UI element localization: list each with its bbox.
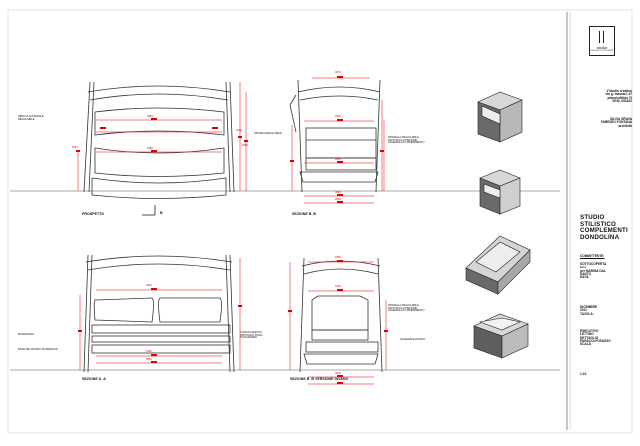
label-prospetto: PROSPETTO [82, 212, 105, 216]
note-materasso: MATERASSO [18, 333, 35, 336]
view-3d-4 [473, 313, 529, 359]
dimension-value: 0035 [335, 372, 341, 375]
note-pannello-bottom: PANNELLO REGOLABILE FINITURA E POSIZIONE… [388, 304, 425, 313]
dimension-value: 3064 [146, 284, 152, 287]
brand-logo: undici PROGETTI D'INTERNI [589, 26, 615, 56]
sheet-frame [7, 9, 633, 434]
dimension-value: 0120 [335, 285, 341, 288]
brand-subtitle: PROGETTI D'INTERNI [590, 50, 614, 52]
studio-address: 1°studio creativo via g. massari, 47 pia… [605, 89, 632, 104]
note-schienale-divano: SCHIENALE DIVANO [400, 338, 426, 341]
note-cuscini: CUSCINI SEDUTA APPOGGIO FISSO POGGIAPIED… [240, 331, 263, 340]
dimension-value: 0520 [335, 115, 341, 118]
label-sezione-bb-divano: SEZIONE B_B VERSIONE DIVANO [290, 377, 349, 381]
note-sponda: SPONDA REGOLABILE [254, 132, 282, 135]
label-sezione-bb: SEZIONE B_B [292, 212, 316, 216]
dimension-value: 1090 [146, 350, 152, 353]
section-mark: B [160, 211, 163, 215]
note-base-divano: BASE DEL DIVANO MATERASSO [18, 348, 58, 351]
project-title: STUDIO STILISTICO COMPLEMENTI DONDOLINA [580, 214, 628, 241]
view-3d-3 [465, 235, 531, 295]
view-prospetto [10, 81, 560, 216]
committente-label: COMMITTENTE: [580, 254, 605, 258]
dimension-value: 0350 [147, 147, 153, 150]
view-sezione-bb-divano [288, 257, 388, 385]
view-sezione-bb [289, 76, 385, 204]
dimension-value: 0540 [335, 198, 341, 201]
label-sezione-aa: SEZIONE A_A [82, 377, 106, 381]
date-value: DICEMBRE 2011 TAVOLA: [580, 305, 598, 316]
dimension-value: 0450 [335, 256, 341, 259]
brand-name: undici [596, 45, 608, 50]
dimension-value: 0555 [335, 158, 341, 161]
view-sezione-aa [10, 254, 560, 373]
note-seduta: SEDUTA SCHIENALE REGOLABILE [18, 115, 44, 121]
view-3d-2 [479, 169, 521, 215]
scale-value: 1:10 [580, 372, 587, 376]
dimension-value: 3045 [335, 191, 341, 194]
drawing-description: ESECUTIVO LETTINO DETTAGLIO PARACOLPI BA… [580, 329, 611, 347]
dimension-value: 3045 [147, 115, 153, 118]
dimension-value: 3076 [335, 71, 341, 74]
dimension-value: 0540 [72, 146, 78, 149]
dimension-value: 3046 [236, 129, 242, 132]
designer-names: SILVIA GRAVA FABRIZIO FONTANA architetti [600, 117, 632, 128]
dimension-value: 0840 [146, 358, 152, 361]
committente-value: SOTTOCOPERTA s.r.l. per MARINA DAL SANTO… [580, 262, 607, 280]
view-3d-1 [477, 91, 523, 143]
note-pannello-top: PANNELLO REGOLABILE FINITURA E POSIZIONE… [388, 136, 425, 145]
dimension-value: 0565 [242, 144, 248, 147]
